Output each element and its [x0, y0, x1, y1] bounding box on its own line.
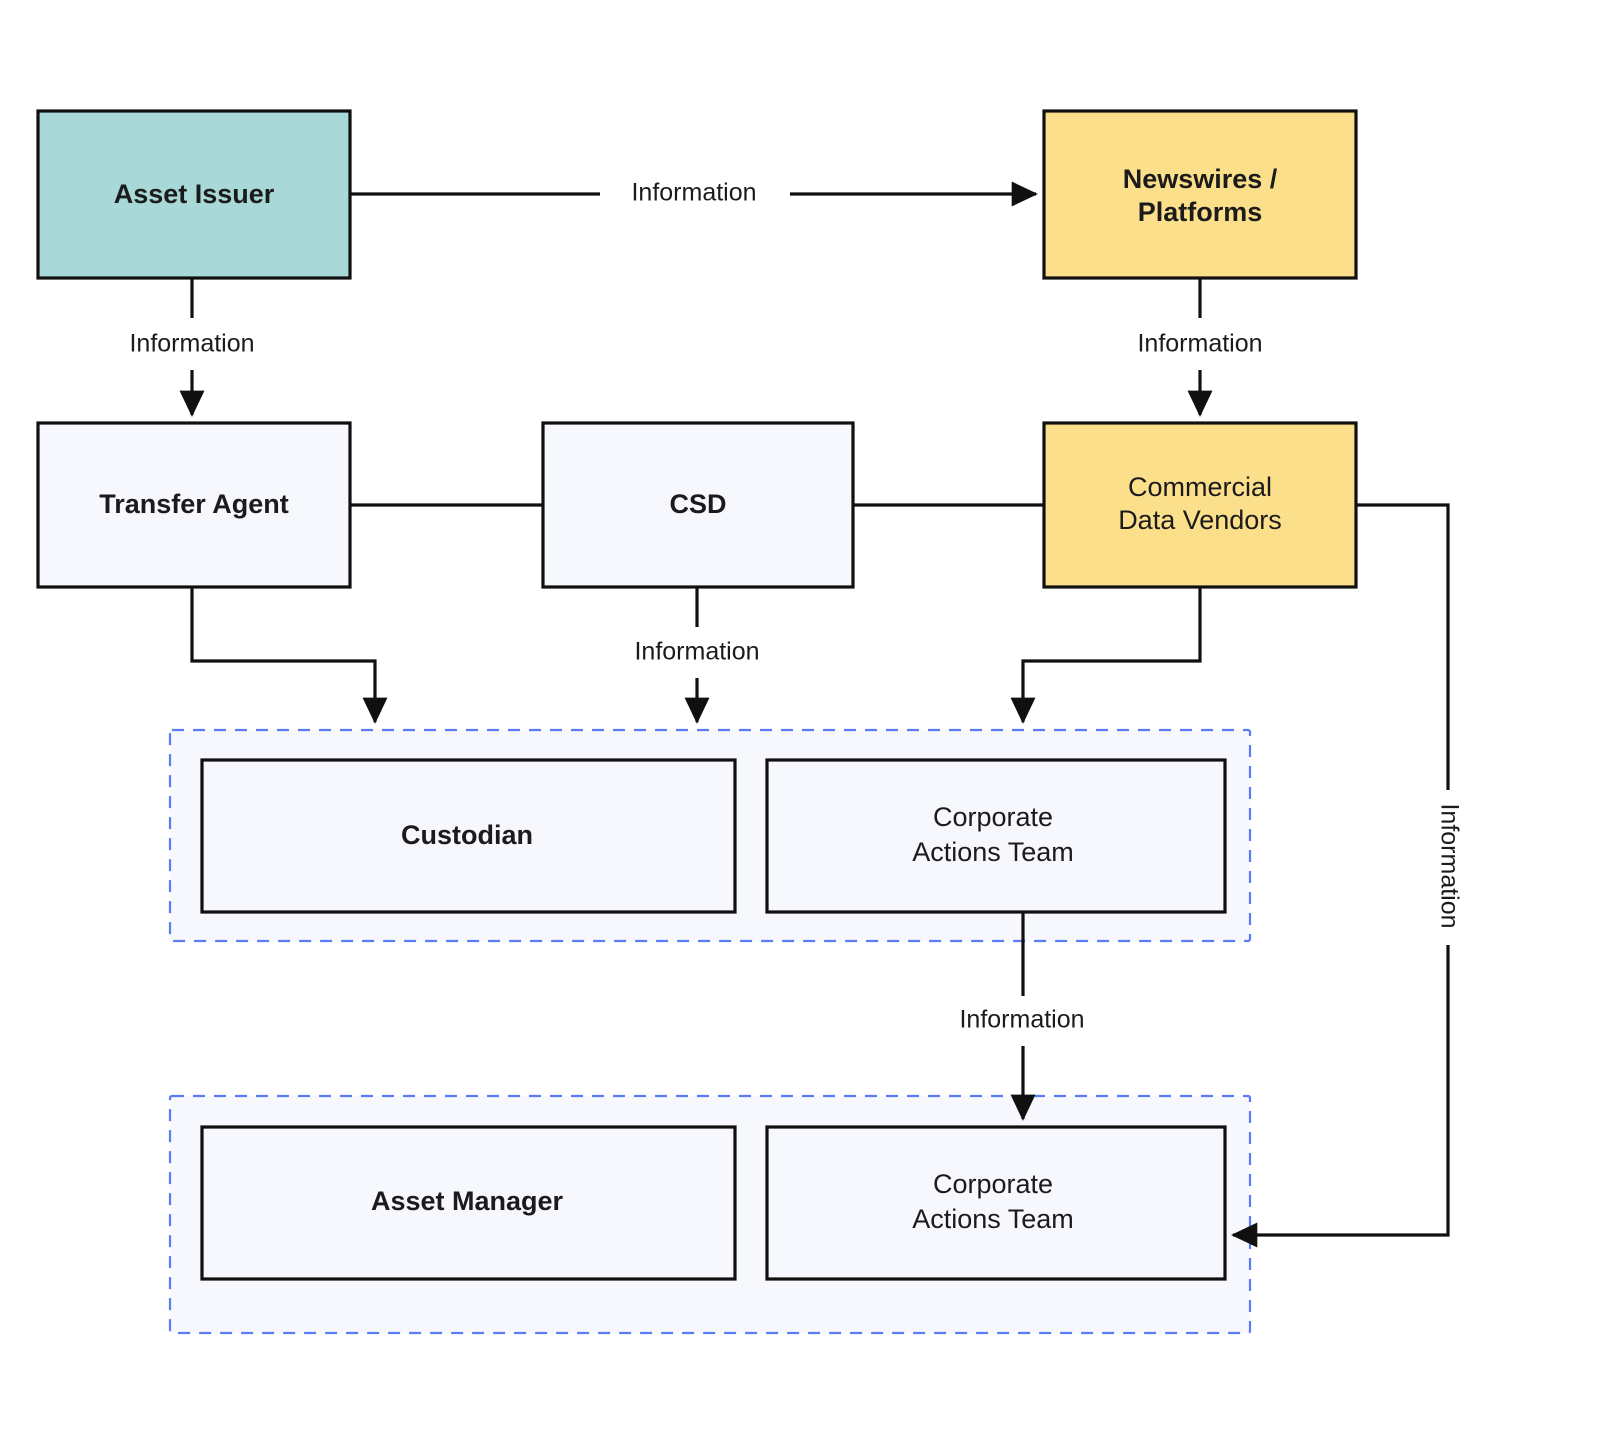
edge-label-csd-to-custodian: Information — [634, 638, 759, 666]
edge-label-issuer-to-transfer-agent: Information — [129, 330, 254, 358]
node-asset-manager-label: Asset Manager — [371, 1186, 564, 1216]
node-commercial-data-vendors-label-line1: Commercial — [1128, 472, 1272, 502]
node-asset-issuer-box[interactable] — [36, 109, 352, 280]
node-corporate-actions-team-custody-label-line2: Actions Team — [912, 837, 1074, 867]
node-csd-label: CSD — [669, 489, 726, 519]
node-transfer-agent-box[interactable] — [36, 421, 352, 589]
node-corporate-actions-team-custody-box[interactable] — [765, 758, 1227, 914]
node-newswires-platforms-label-line1: Newswires / — [1123, 164, 1278, 194]
edge-vendors-to-ca-team-am — [1231, 503, 1450, 1248]
node-corporate-actions-team-am-label-line2: Actions Team — [912, 1204, 1074, 1234]
node-corporate-actions-team-custody-label-line1: Corporate — [933, 802, 1053, 832]
node-corporate-actions-team-am-box[interactable] — [765, 1125, 1227, 1281]
node-commercial-data-vendors-box[interactable] — [1042, 421, 1358, 589]
node-corporate-actions-team-custody[interactable]: Corporate Actions Team — [765, 758, 1227, 914]
edge-label-issuer-to-newswires: Information — [631, 179, 756, 207]
edge-transfer-agent-to-custodian — [190, 587, 388, 724]
node-csd-box[interactable] — [541, 421, 855, 589]
node-transfer-agent-label: Transfer Agent — [99, 489, 289, 519]
node-corporate-actions-team-am[interactable]: Corporate Actions Team — [765, 1125, 1227, 1281]
node-asset-issuer[interactable]: Asset Issuer — [36, 109, 352, 280]
edge-label-newswires-to-vendors: Information — [1137, 330, 1262, 358]
node-newswires-platforms[interactable]: Newswires / Platforms — [1042, 109, 1358, 280]
node-newswires-platforms-label-line2: Platforms — [1138, 197, 1263, 227]
node-csd[interactable]: CSD — [541, 421, 855, 589]
node-asset-manager[interactable]: Asset Manager — [200, 1125, 737, 1281]
node-asset-issuer-label: Asset Issuer — [114, 179, 275, 209]
node-custodian[interactable]: Custodian — [200, 758, 737, 914]
node-commercial-data-vendors-label-line2: Data Vendors — [1118, 505, 1282, 535]
node-custodian-label: Custodian — [401, 820, 533, 850]
node-asset-manager-box[interactable] — [200, 1125, 737, 1281]
edge-vendors-to-ca-team-custody — [1010, 587, 1202, 724]
node-corporate-actions-team-am-label-line1: Corporate — [933, 1169, 1053, 1199]
node-newswires-platforms-box[interactable] — [1042, 109, 1358, 280]
node-commercial-data-vendors[interactable]: Commercial Data Vendors — [1042, 421, 1358, 589]
node-custodian-box[interactable] — [200, 758, 737, 914]
edge-label-ca-custody-to-ca-am: Information — [959, 1006, 1084, 1034]
node-transfer-agent[interactable]: Transfer Agent — [36, 421, 352, 589]
edge-label-vendors-to-ca-am: Information — [1435, 803, 1463, 928]
